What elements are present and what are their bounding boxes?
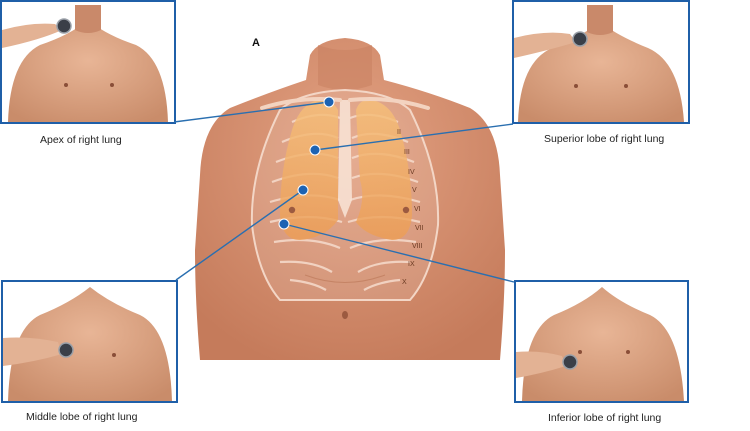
torso-photo xyxy=(522,287,684,401)
stethoscope-icon xyxy=(58,342,74,358)
leader-line-middle xyxy=(175,189,304,281)
left-lung xyxy=(356,99,412,240)
nipple xyxy=(112,353,116,357)
leader-lines xyxy=(173,101,515,283)
hand xyxy=(3,337,62,366)
auscultation-points xyxy=(278,96,335,230)
neck xyxy=(587,5,613,35)
stethoscope-icon xyxy=(56,18,72,34)
rib-numeral: VII xyxy=(415,225,424,232)
right-lung xyxy=(280,99,338,240)
rib-numeral: VIII xyxy=(412,243,423,250)
label-apex: Apex of right lung xyxy=(40,134,122,146)
photo-panel-middle xyxy=(1,280,178,403)
abdominal-line xyxy=(304,274,386,283)
marker-apex xyxy=(323,96,335,108)
leader-line-apex xyxy=(173,101,330,123)
stethoscope-icon xyxy=(562,354,578,370)
nipple xyxy=(574,84,578,88)
rib-numeral: V xyxy=(412,187,417,194)
hand xyxy=(2,23,62,48)
label-middle: Middle lobe of right lung xyxy=(26,411,138,423)
nipple xyxy=(288,206,296,214)
photo-panel-inferior xyxy=(514,280,689,403)
torso-photo xyxy=(8,287,172,401)
rib-numeral: III xyxy=(404,149,410,156)
label-superior: Superior lobe of right lung xyxy=(544,133,665,145)
photo-panel-superior xyxy=(512,0,690,124)
neck xyxy=(318,45,372,90)
nipple xyxy=(578,350,582,354)
marker-inferior xyxy=(278,218,290,230)
neck xyxy=(75,5,101,33)
marker-middle xyxy=(297,184,309,196)
figure-letter: A xyxy=(252,37,260,49)
rib-numeral: X xyxy=(402,279,407,286)
sternum xyxy=(338,100,352,218)
stethoscope-icon xyxy=(572,31,588,47)
hand xyxy=(516,351,566,378)
rib-numeral: VI xyxy=(414,206,421,213)
central-torso xyxy=(195,38,505,360)
leader-line-superior xyxy=(314,123,514,151)
leader-line-inferior xyxy=(283,223,515,283)
photo-panel-apex xyxy=(0,0,176,124)
nipple xyxy=(626,350,630,354)
label-inferior: Inferior lobe of right lung xyxy=(548,412,662,424)
marker-superior xyxy=(309,144,321,156)
nipple xyxy=(110,83,114,87)
nipple xyxy=(402,206,410,214)
navel xyxy=(342,311,348,319)
hand xyxy=(514,32,576,58)
rib-numerals: II III IV V VI VII VIII IX X xyxy=(397,129,424,286)
nipple xyxy=(64,83,68,87)
torso-photo xyxy=(8,20,168,122)
rib-numeral: II xyxy=(397,129,401,136)
torso-photo xyxy=(518,22,684,122)
rib-numeral: IX xyxy=(408,261,415,268)
rib-numeral: IV xyxy=(408,169,415,176)
clavicle-left xyxy=(348,97,430,110)
nipple xyxy=(624,84,628,88)
